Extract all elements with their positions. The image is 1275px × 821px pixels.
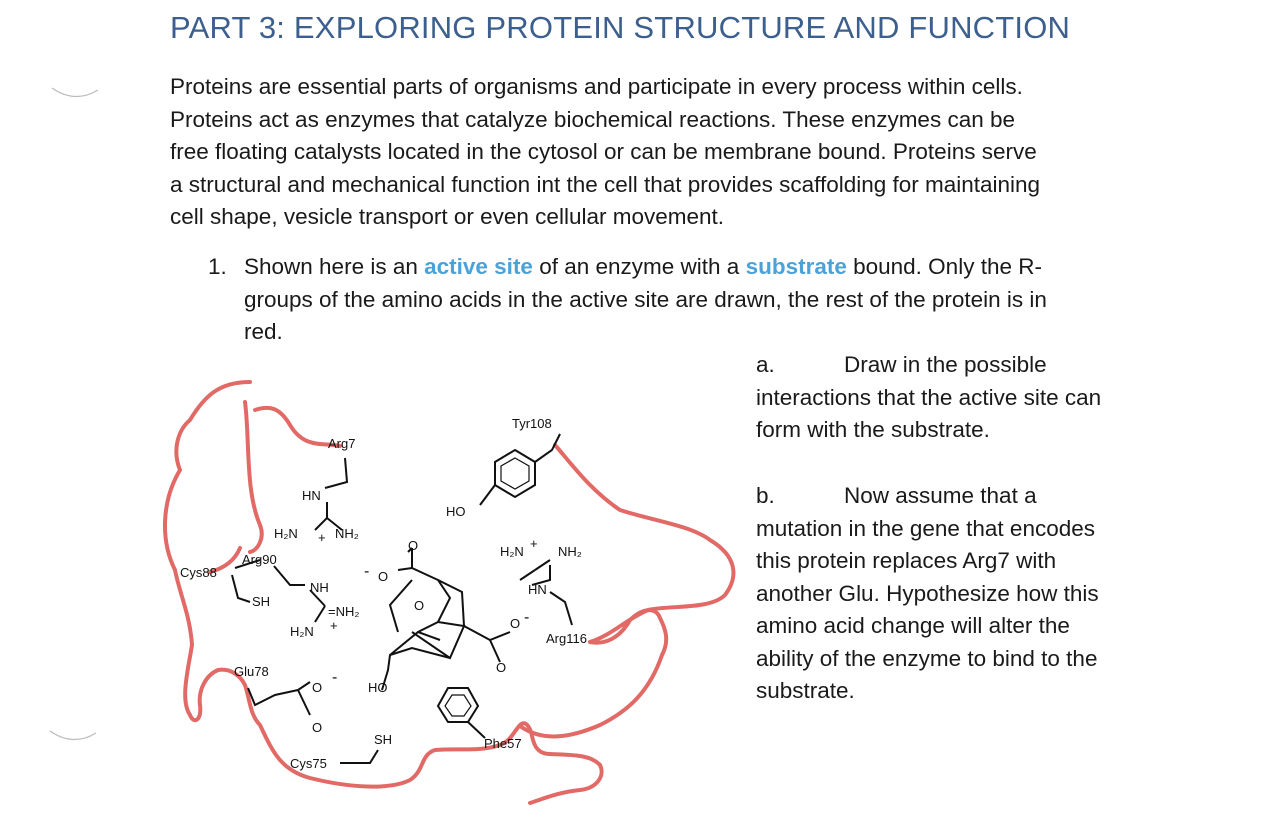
h2n-label: H₂N [274, 526, 298, 541]
active-site-figure: Arg7 Tyr108 HN HO H₂N + NH₂ H₂N + NH₂ Ar… [162, 380, 736, 805]
residue-label-arg90: Arg90 [242, 552, 277, 567]
question-text: Shown here is an [244, 254, 425, 279]
chem-labels: Arg7 Tyr108 HN HO H₂N + NH₂ H₂N + NH₂ Ar… [180, 416, 587, 771]
part-b-line: this protein replaces Arg7 with [756, 548, 1057, 573]
charge-minus: - [524, 609, 529, 626]
intro-paragraph: Proteins are essential parts of organism… [170, 71, 1155, 234]
oxygen-label: O [496, 660, 506, 675]
ho-tyr-label: HO [446, 504, 466, 519]
part-a-marker: a. [756, 352, 775, 377]
intro-line: Proteins are essential parts of organism… [170, 74, 1023, 99]
residue-label-arg7: Arg7 [328, 436, 355, 451]
part-b-text: Now assume that a [844, 483, 1037, 508]
question-line: Shown here is an active site of an enzym… [244, 251, 1047, 284]
nh2-right-label: NH₂ [558, 544, 582, 559]
punch-hole-mark [51, 87, 99, 98]
oxygen-label: O [414, 598, 424, 613]
part-a-line: a. Draw in the possible [756, 349, 1156, 382]
sh-label: SH [252, 594, 270, 609]
protein-outline [208, 546, 242, 574]
residue-label-arg116: Arg116 [546, 631, 587, 646]
nh2-left-label: =NH₂ [328, 604, 359, 619]
chemical-structure [231, 433, 573, 764]
oxygen-label: O [510, 616, 520, 631]
charge-plus: + [330, 618, 338, 633]
oxygen-label: O [378, 569, 388, 584]
charge-minus: - [332, 669, 337, 686]
part-a: a. Draw in the possible interactions that… [756, 349, 1156, 447]
question-1-text: Shown here is an active site of an enzym… [244, 251, 1047, 349]
part-b-line: b. Now assume that a [756, 480, 1156, 513]
residue-label-phe57: Phe57 [484, 736, 522, 751]
punch-hole-mark [49, 730, 97, 741]
page-title: PART 3: EXPLORING PROTEIN STRUCTURE AND … [170, 10, 1071, 45]
oxygen-label: O [408, 538, 418, 553]
hn-right-label: HN [528, 582, 547, 597]
part-a-line: form with the substrate. [756, 417, 990, 442]
intro-line: Proteins act as enzymes that catalyze bi… [170, 106, 1016, 132]
ho-substrate-label: HO [368, 680, 388, 695]
residue-label-glu78: Glu78 [234, 664, 269, 679]
question-number: 1. [208, 254, 227, 279]
protein-outline [518, 608, 669, 739]
charge-minus: - [364, 563, 369, 580]
active-site-term: active site [424, 254, 533, 279]
part-b: b. Now assume that a mutation in the gene… [756, 480, 1156, 708]
h2n-lower-label: H₂N [290, 624, 314, 639]
nh2-label: NH₂ [335, 526, 359, 541]
part-a-text: Draw in the possible [844, 352, 1047, 377]
oxygen-label: O [312, 720, 322, 735]
question-line: red. [244, 319, 283, 344]
h2n-right-label: H₂N [500, 544, 524, 559]
residue-label-cys88: Cys88 [180, 565, 217, 580]
protein-outline [162, 380, 604, 805]
intro-line: cell shape, vesicle transport or even ce… [170, 204, 725, 229]
intro-line: a structural and mechanical function int… [170, 171, 1041, 197]
question-line: groups of the amino acids in the active … [244, 286, 1047, 312]
substrate-term: substrate [745, 254, 847, 279]
part-b-line: another Glu. Hypothesize how this [756, 580, 1099, 606]
question-text: bound. Only the R- [846, 254, 1042, 279]
protein-backbone [162, 380, 736, 805]
part-b-line: ability of the enzyme to bind to the [756, 645, 1098, 671]
oxygen-label: O [312, 680, 322, 695]
intro-line: free floating catalysts located in the c… [170, 139, 1037, 164]
residue-label-cys75: Cys75 [290, 756, 327, 771]
part-a-line: interactions that the active site can [756, 384, 1102, 410]
part-b-marker: b. [756, 483, 775, 508]
nh-label: NH [310, 580, 329, 595]
protein-outline [253, 405, 342, 448]
hn-label: HN [302, 488, 321, 503]
question-text: of an enzyme with a [532, 254, 746, 279]
protein-outline [243, 400, 264, 554]
charge-plus: + [318, 530, 326, 545]
part-b-line: mutation in the gene that encodes [756, 515, 1095, 541]
residue-label-tyr108: Tyr108 [512, 416, 552, 431]
sh-bottom-label: SH [374, 732, 392, 747]
charge-plus: + [530, 536, 538, 551]
part-b-line: substrate. [756, 678, 855, 703]
part-b-line: amino acid change will alter the [756, 613, 1070, 638]
